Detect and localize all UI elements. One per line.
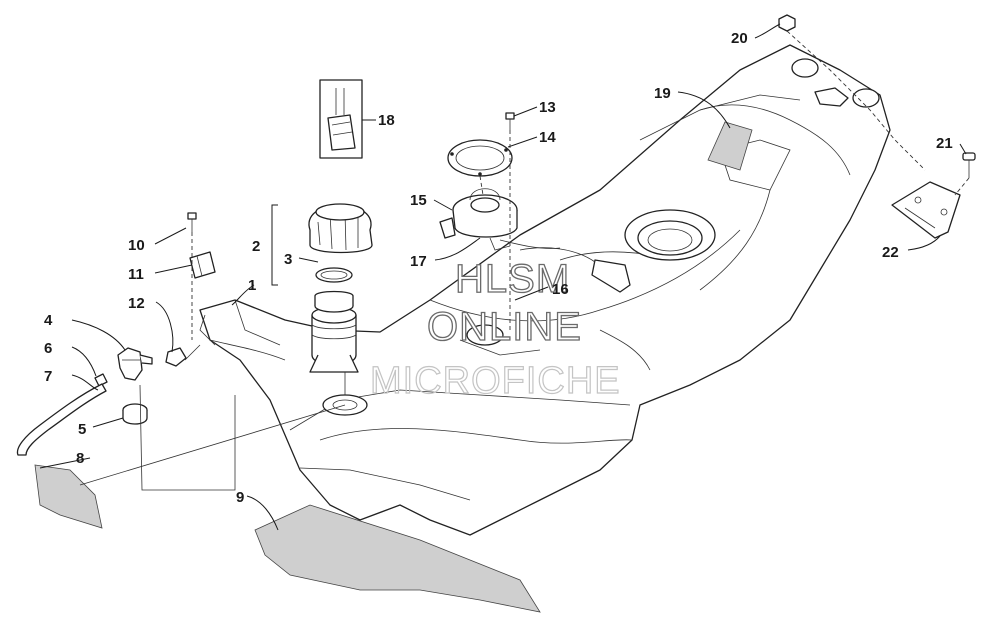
pump-screw [505,112,515,130]
hose-clip [189,251,216,279]
callout-5: 5 [78,421,86,438]
watermark-line1: HLSM [455,257,570,301]
callout-18: 18 [378,112,395,129]
watermark-line3: MICROFICHE [370,360,621,402]
callout-11: 11 [128,266,144,283]
tank-mount-nut [778,14,796,32]
callout-7: 7 [44,368,52,385]
fuel-level-sender [319,79,363,159]
valve-grommet [122,403,148,425]
callout-labels: 1 2 3 4 5 6 7 8 9 10 11 12 13 14 15 16 1… [44,30,953,506]
fuel-pump-assembly [439,188,561,251]
vent-hose [16,383,107,456]
callout-10: 10 [128,237,145,254]
callout-15: 15 [410,192,427,209]
bracket-bolt [962,152,976,178]
callout-21: 21 [936,135,953,152]
callout-3: 3 [284,251,292,268]
callout-19: 19 [654,85,671,102]
watermark-line2: ONLINE [427,305,582,349]
fuel-tank-body [199,44,891,536]
callout-16: 16 [552,281,569,298]
callout-22: 22 [882,244,899,261]
callout-4: 4 [44,312,53,329]
heat-shield-left [34,464,103,529]
callout-2: 2 [252,238,260,255]
callout-8: 8 [76,450,84,467]
callout-12: 12 [128,295,145,312]
clip-screw [187,212,197,232]
assembly-lines [191,30,970,340]
explode-lines [79,344,346,491]
callout-13: 13 [539,99,556,116]
watermark: HLSM ONLINE MICROFICHE [369,256,621,402]
callout-20: 20 [731,30,748,47]
vent-valve [117,347,153,381]
fuel-pump-gasket [447,139,513,177]
hose-clamp [94,373,108,387]
callout-leaders [39,23,967,531]
callout-9: 9 [236,489,244,506]
wire-clip [165,347,187,367]
rear-mount-bracket [891,181,961,239]
callout-6: 6 [44,340,52,357]
heat-shield-bottom [254,504,541,613]
callout-1: 1 [248,277,256,294]
callout-14: 14 [539,129,556,146]
filler-neck [309,290,359,373]
callout-17: 17 [410,253,427,270]
cap-o-ring [315,267,353,283]
fuel-cap [308,203,373,254]
callout-2-bracket [271,204,278,286]
